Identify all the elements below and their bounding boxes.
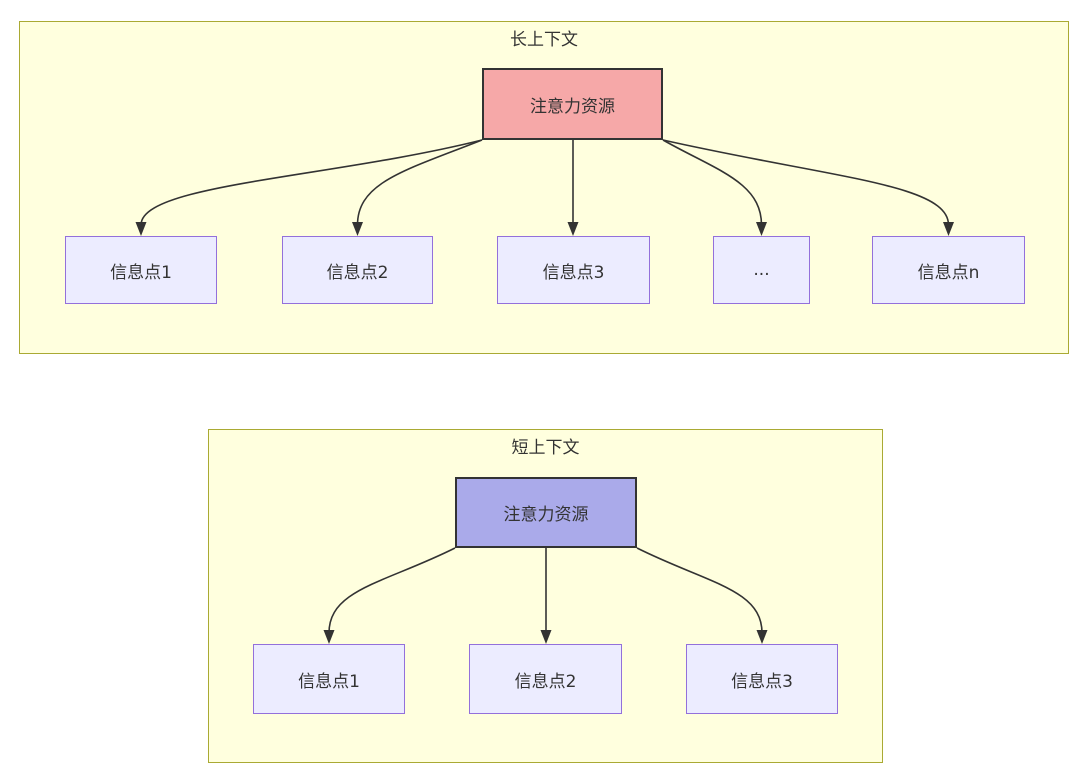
long-info-point-2: 信息点2 <box>282 236 433 304</box>
long-attention-resource-node: 注意力资源 <box>482 68 663 140</box>
short-attention-resource-node: 注意力资源 <box>455 477 637 548</box>
short-context-title: 短上下文 <box>511 438 580 458</box>
long-context-title: 长上下文 <box>510 30 578 50</box>
long-info-point-ellipsis: ... <box>713 236 810 304</box>
long-info-point-3: 信息点3 <box>497 236 650 304</box>
short-info-point-2: 信息点2 <box>469 644 622 714</box>
short-info-point-1: 信息点1 <box>253 644 405 714</box>
long-info-point-1: 信息点1 <box>65 236 217 304</box>
short-info-point-3: 信息点3 <box>686 644 838 714</box>
long-info-point-n: 信息点n <box>872 236 1025 304</box>
